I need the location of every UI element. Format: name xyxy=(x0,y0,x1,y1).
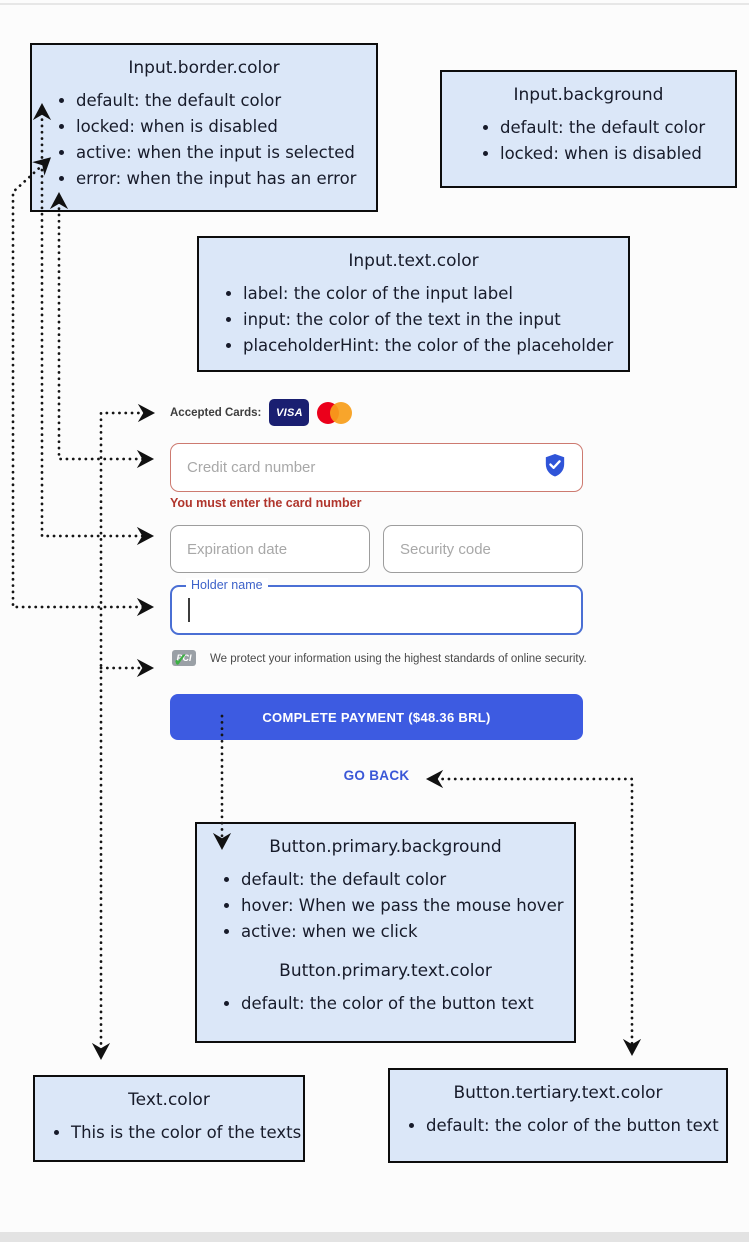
card-number-placeholder: Credit card number xyxy=(187,459,316,476)
complete-payment-button[interactable]: COMPLETE PAYMENT ($48.36 BRL) xyxy=(170,694,583,740)
visa-icon: VISA xyxy=(269,399,310,426)
top-divider xyxy=(0,3,749,5)
arrow-error-to-cardnumber xyxy=(49,191,155,469)
callout-item: default: the color of the button text xyxy=(426,1113,726,1139)
callout-item: default: the default color xyxy=(500,115,735,141)
callout-item: label: the color of the input label xyxy=(243,281,628,307)
card-number-input[interactable]: Credit card number xyxy=(170,443,583,492)
callout-button-tertiary: Button.tertiary.text.color default: the … xyxy=(388,1068,728,1163)
callout-item: hover: When we pass the mouse hover xyxy=(241,893,574,919)
callout-list: default: the default color hover: When w… xyxy=(197,867,574,945)
callout-list: default: the default color locked: when … xyxy=(442,115,735,167)
callout-list: default: the default color locked: when … xyxy=(32,88,376,192)
pci-label: PCI xyxy=(172,650,196,666)
callout-title: Input.text.color xyxy=(348,251,479,271)
callout-item: locked: when is disabled xyxy=(500,141,735,167)
callout-input-border-color: Input.border.color default: the default … xyxy=(30,43,378,212)
holder-name-label: Holder name xyxy=(186,578,268,592)
callout-item: default: the default color xyxy=(241,867,574,893)
callout-item: This is the color of the texts xyxy=(71,1120,303,1146)
security-code-input[interactable]: Security code xyxy=(383,525,583,573)
callout-input-text-color: Input.text.color label: the color of the… xyxy=(197,236,630,372)
callout-button-primary: Button.primary.background default: the d… xyxy=(195,822,576,1043)
accepted-cards-label: Accepted Cards: xyxy=(170,406,262,419)
security-placeholder: Security code xyxy=(400,540,491,558)
expiration-placeholder: Expiration date xyxy=(187,540,288,558)
callout-title: Button.tertiary.text.color xyxy=(453,1083,663,1103)
callout-title: Input.background xyxy=(513,85,664,105)
go-back-button[interactable]: GO BACK xyxy=(343,768,410,783)
callout-title: Button.primary.background xyxy=(269,837,502,857)
callout-title: Text.color xyxy=(128,1090,210,1110)
callout-text-color: Text.color This is the color of the text… xyxy=(33,1075,305,1162)
callout-item: error: when the input has an error xyxy=(76,166,376,192)
expiration-date-input[interactable]: Expiration date xyxy=(170,525,370,573)
shield-check-icon xyxy=(544,453,566,482)
callout-item: active: when we click xyxy=(241,919,574,945)
security-note-text: We protect your information using the hi… xyxy=(210,653,587,665)
callout-item: locked: when is disabled xyxy=(76,114,376,140)
callout-list: default: the color of the button text xyxy=(390,1113,726,1139)
pci-badge-icon: PCI ✓ xyxy=(172,650,196,670)
callout-input-background: Input.background default: the default co… xyxy=(440,70,737,188)
callout-item: input: the color of the text in the inpu… xyxy=(243,307,628,333)
callout-title: Input.border.color xyxy=(128,58,280,78)
callout-item: default: the color of the button text xyxy=(241,991,574,1017)
mastercard-icon xyxy=(317,399,355,426)
callout-list: This is the color of the texts xyxy=(35,1120,303,1146)
check-icon: ✓ xyxy=(173,650,189,670)
callout-item: placeholderHint: the color of the placeh… xyxy=(243,333,628,359)
callout-item: default: the default color xyxy=(76,88,376,114)
text-cursor xyxy=(188,598,190,622)
holder-name-input[interactable]: Holder name xyxy=(170,578,583,635)
arrow-textcolor-to-accepted xyxy=(91,403,156,1061)
callout-item: active: when the input is selected xyxy=(76,140,376,166)
arrow-active-to-holder xyxy=(11,157,155,617)
card-number-error: You must enter the card number xyxy=(170,496,362,510)
accepted-cards-row: Accepted Cards: VISA xyxy=(170,399,355,426)
callout-subtitle: Button.primary.text.color xyxy=(279,961,492,981)
security-note-row: PCI ✓ We protect your information using … xyxy=(172,650,587,670)
visa-label: VISA xyxy=(275,406,303,419)
bottom-band xyxy=(0,1232,749,1242)
callout-list: default: the color of the button text xyxy=(197,991,574,1017)
callout-list: label: the color of the input label inpu… xyxy=(199,281,628,359)
